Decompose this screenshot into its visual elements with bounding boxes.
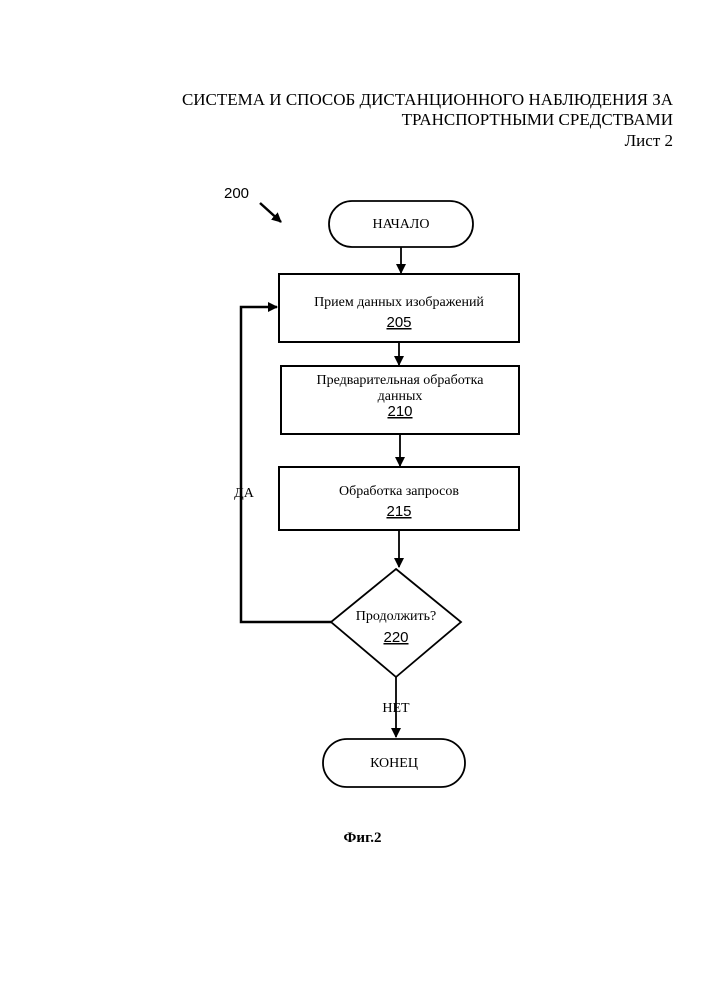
no-label: НЕТ (382, 701, 410, 716)
decision-220-number: 220 (383, 629, 408, 646)
process-215-number: 215 (386, 503, 411, 520)
figure-caption: Фиг.2 (0, 830, 725, 847)
ref-pointer-arrow (260, 203, 281, 222)
process-210-number: 210 (387, 403, 412, 420)
decision-220-label: Продолжить? (356, 609, 437, 624)
process-205-number: 205 (386, 314, 411, 331)
end-label: КОНЕЦ (370, 756, 418, 771)
yes-label: ДА (234, 486, 255, 501)
yes-loop-arrow (241, 307, 331, 622)
process-205-label: Прием данных изображений (314, 295, 484, 310)
start-label: НАЧАЛО (373, 217, 430, 232)
process-210-label-line-1: Предварительная обработка (317, 373, 485, 388)
figure-ref-number: 200 (224, 185, 249, 202)
process-210-label-line-2: данных (378, 389, 423, 404)
process-215-label: Обработка запросов (339, 484, 459, 499)
